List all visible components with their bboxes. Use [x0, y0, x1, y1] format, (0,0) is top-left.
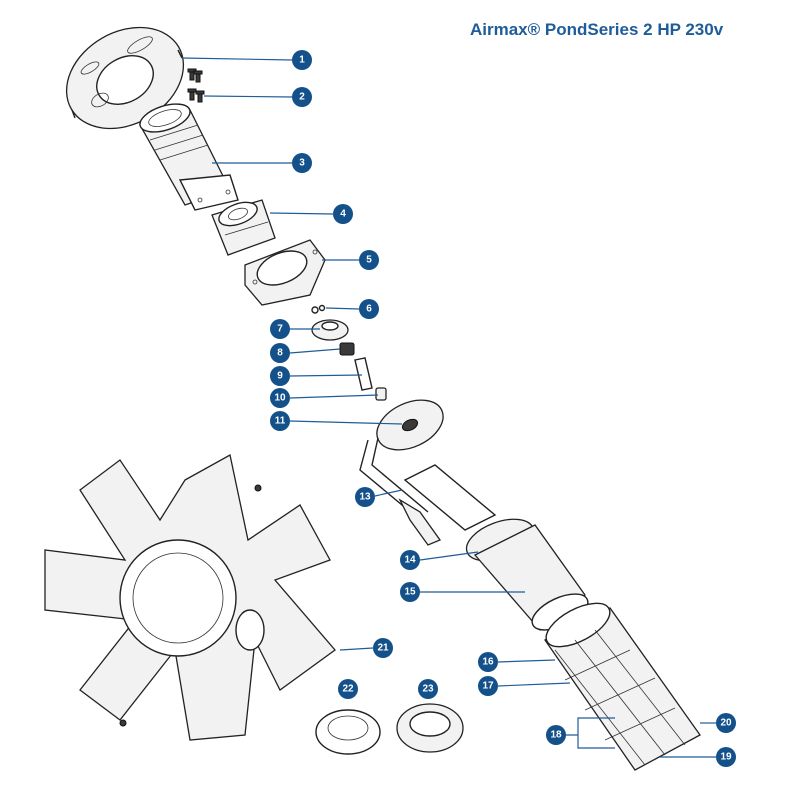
- callout-3: 3: [292, 153, 312, 173]
- part-small-components: [311, 304, 387, 401]
- svg-text:14: 14: [404, 555, 416, 566]
- svg-text:11: 11: [275, 416, 286, 427]
- callout-14: 14: [400, 550, 420, 570]
- svg-text:15: 15: [404, 587, 416, 598]
- svg-text:4: 4: [340, 209, 346, 220]
- part-housing-cap: [211, 199, 276, 256]
- svg-text:13: 13: [359, 492, 371, 503]
- callout-20: 20: [716, 713, 736, 733]
- part-top-flange: [65, 26, 185, 130]
- part-diffuser-rings: [315, 703, 464, 755]
- part-screws: [187, 68, 205, 103]
- svg-text:2: 2: [299, 92, 305, 103]
- callout-18: 18: [546, 725, 566, 745]
- svg-text:22: 22: [342, 684, 354, 695]
- svg-text:17: 17: [482, 681, 494, 692]
- callout-17: 17: [478, 676, 498, 696]
- diagram-title: Airmax® PondSeries 2 HP 230v: [470, 20, 724, 39]
- svg-text:20: 20: [720, 718, 732, 729]
- svg-text:9: 9: [277, 371, 283, 382]
- callout-1: 1: [292, 50, 312, 70]
- callout-15: 15: [400, 582, 420, 602]
- svg-text:5: 5: [366, 255, 372, 266]
- callout-21: 21: [373, 638, 393, 658]
- leader-lines: [181, 57, 716, 758]
- svg-text:18: 18: [550, 730, 562, 741]
- callout-11: 11: [270, 411, 290, 431]
- callout-22: 22: [338, 679, 358, 699]
- part-flange-plate: [244, 239, 326, 306]
- callout-2: 2: [292, 87, 312, 107]
- svg-text:3: 3: [299, 158, 305, 169]
- svg-text:10: 10: [274, 393, 286, 404]
- callout-5: 5: [359, 250, 379, 270]
- callout-8: 8: [270, 343, 290, 363]
- callout-6: 6: [359, 299, 379, 319]
- svg-text:21: 21: [377, 643, 389, 654]
- part-bracket: [359, 399, 497, 546]
- part-star-float: [44, 454, 336, 741]
- svg-text:6: 6: [366, 304, 372, 315]
- svg-text:23: 23: [422, 684, 434, 695]
- callout-13: 13: [355, 487, 375, 507]
- callout-4: 4: [333, 204, 353, 224]
- callout-10: 10: [270, 388, 290, 408]
- svg-text:8: 8: [277, 348, 283, 359]
- part-screen-cylinder: [544, 602, 701, 771]
- callout-19: 19: [716, 747, 736, 767]
- callout-9: 9: [270, 366, 290, 386]
- callout-23: 23: [418, 679, 438, 699]
- part-threaded-tube: [139, 103, 239, 211]
- part-motor-body: [465, 518, 589, 631]
- svg-text:19: 19: [720, 752, 732, 763]
- svg-text:7: 7: [277, 324, 283, 335]
- svg-text:1: 1: [299, 55, 305, 66]
- callout-16: 16: [478, 652, 498, 672]
- svg-text:16: 16: [482, 657, 494, 668]
- callout-7: 7: [270, 319, 290, 339]
